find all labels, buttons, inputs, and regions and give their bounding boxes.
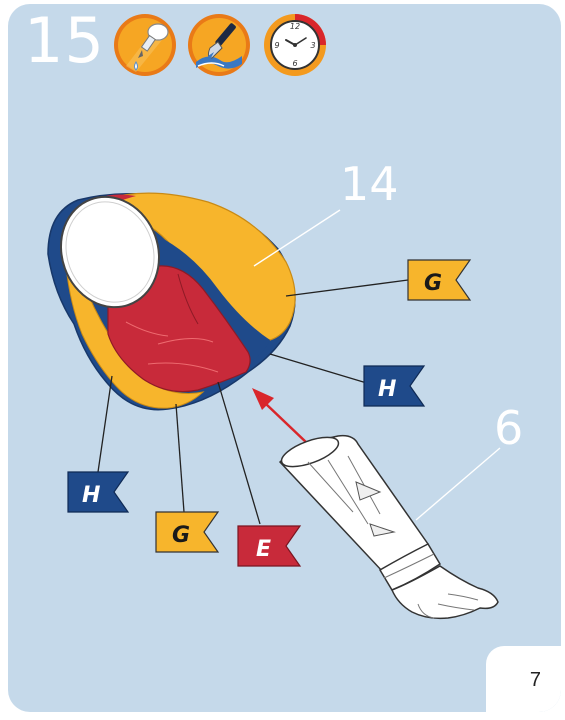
flag-h-right-label: H [378,377,396,402]
callout-14: 14 [340,157,399,211]
flag-e-bottom-label: E [256,537,271,562]
instruction-panel: 15 [8,4,561,712]
flag-g-bottom-label: G [172,523,190,548]
flag-h-left-label: H [82,483,100,508]
flag-h-right: H [364,366,424,406]
hat-assembly [46,183,295,410]
flag-e-bottom: E [238,526,300,566]
page-number: 7 [530,669,541,692]
arm-part [278,431,498,618]
flag-g-bottom: G [156,512,218,552]
insert-arrow [252,388,308,444]
flag-h-left: H [68,472,128,512]
flag-g-right-label: G [424,271,442,296]
flag-g-right: G [408,260,470,300]
callout-6: 6 [494,401,523,455]
page-number-tab: 7 [486,646,561,712]
assembly-diagram: 14 6 [8,4,561,712]
